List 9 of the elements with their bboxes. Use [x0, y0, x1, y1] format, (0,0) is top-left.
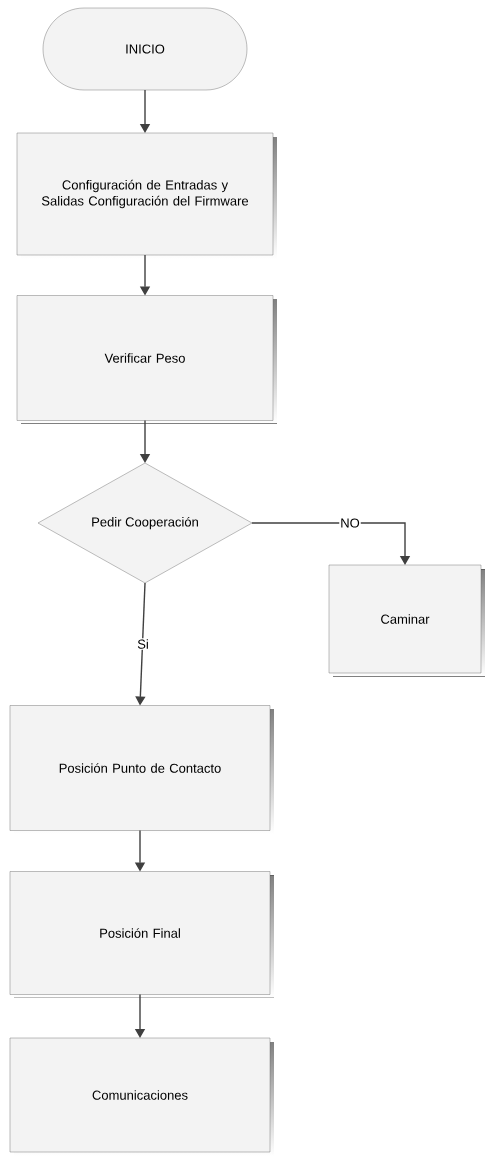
process-box: Configuración de Entradas y Salidas Configuración del Firmware: [16, 132, 277, 259]
edge-label: NO: [341, 518, 360, 528]
process-box: Comunicaciones: [9, 1037, 274, 1156]
arrow: [251, 522, 411, 565]
edge-label: Si: [137, 639, 148, 649]
process-box: Posición Final: [9, 871, 274, 998]
process-box: Posición Punto de Contacto: [9, 705, 274, 834]
process-box: Caminar: [328, 564, 485, 677]
process-box: Verificar Peso: [16, 295, 277, 424]
